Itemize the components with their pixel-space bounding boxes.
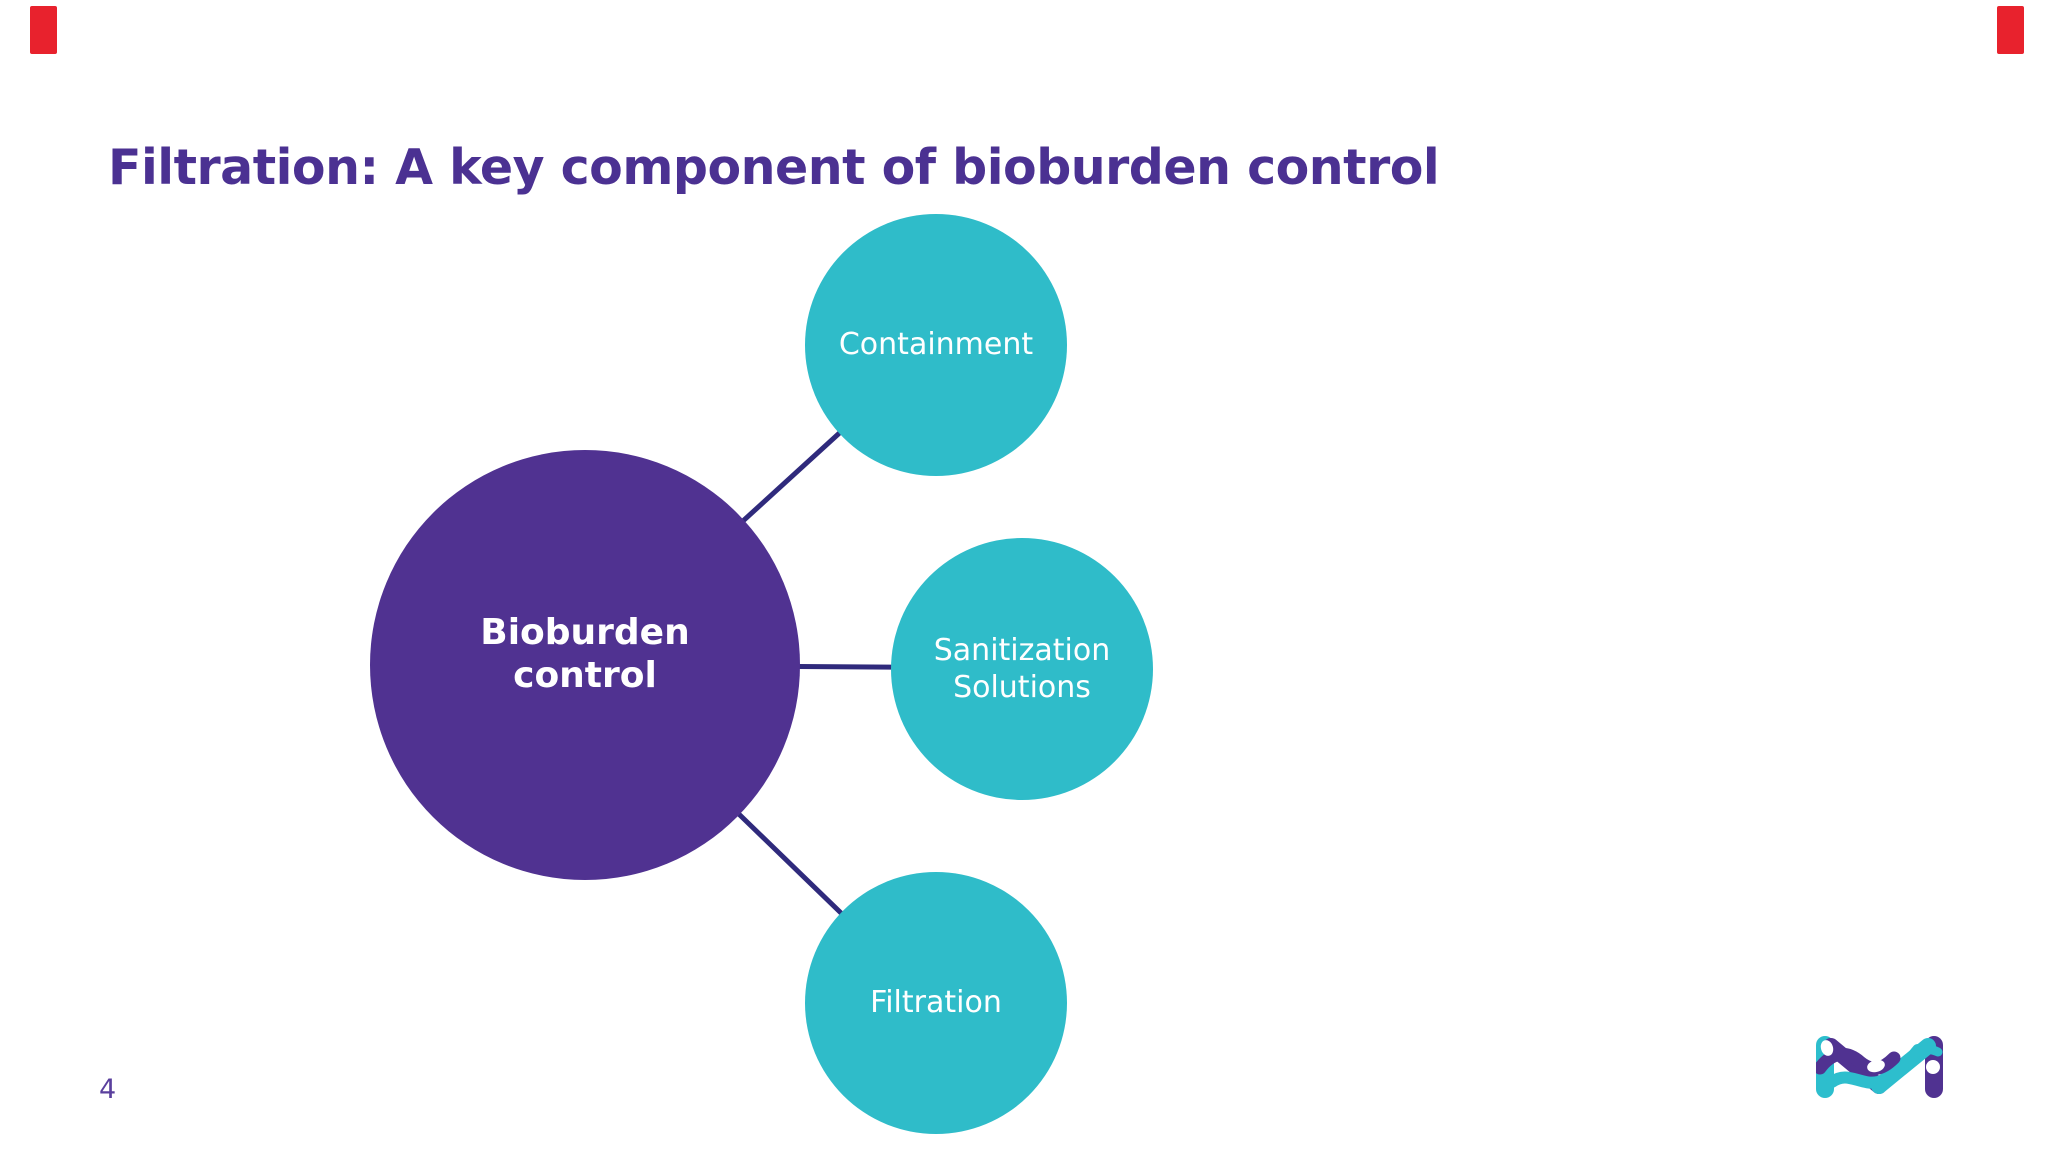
satellite-node-filtration: Filtration [805, 872, 1067, 1134]
m-wave-logo-icon [1816, 1036, 1943, 1098]
satellite-node-label: Containment [838, 327, 1034, 363]
satellite-node-sanitization-solutions: Sanitization Solutions [891, 538, 1153, 800]
top-right-red-mark [1997, 6, 2024, 54]
slide-title: Filtration: A key component of bioburden… [108, 138, 1440, 196]
satellite-node-label: Sanitization Solutions [933, 632, 1111, 706]
satellite-node-containment: Containment [805, 214, 1067, 476]
page-number: 4 [99, 1074, 117, 1105]
center-node-label: Bioburden control [480, 611, 690, 696]
satellite-node-label: Filtration [870, 985, 1002, 1021]
center-node-bioburden-control: Bioburden control [370, 450, 800, 880]
top-left-red-mark [30, 6, 57, 54]
